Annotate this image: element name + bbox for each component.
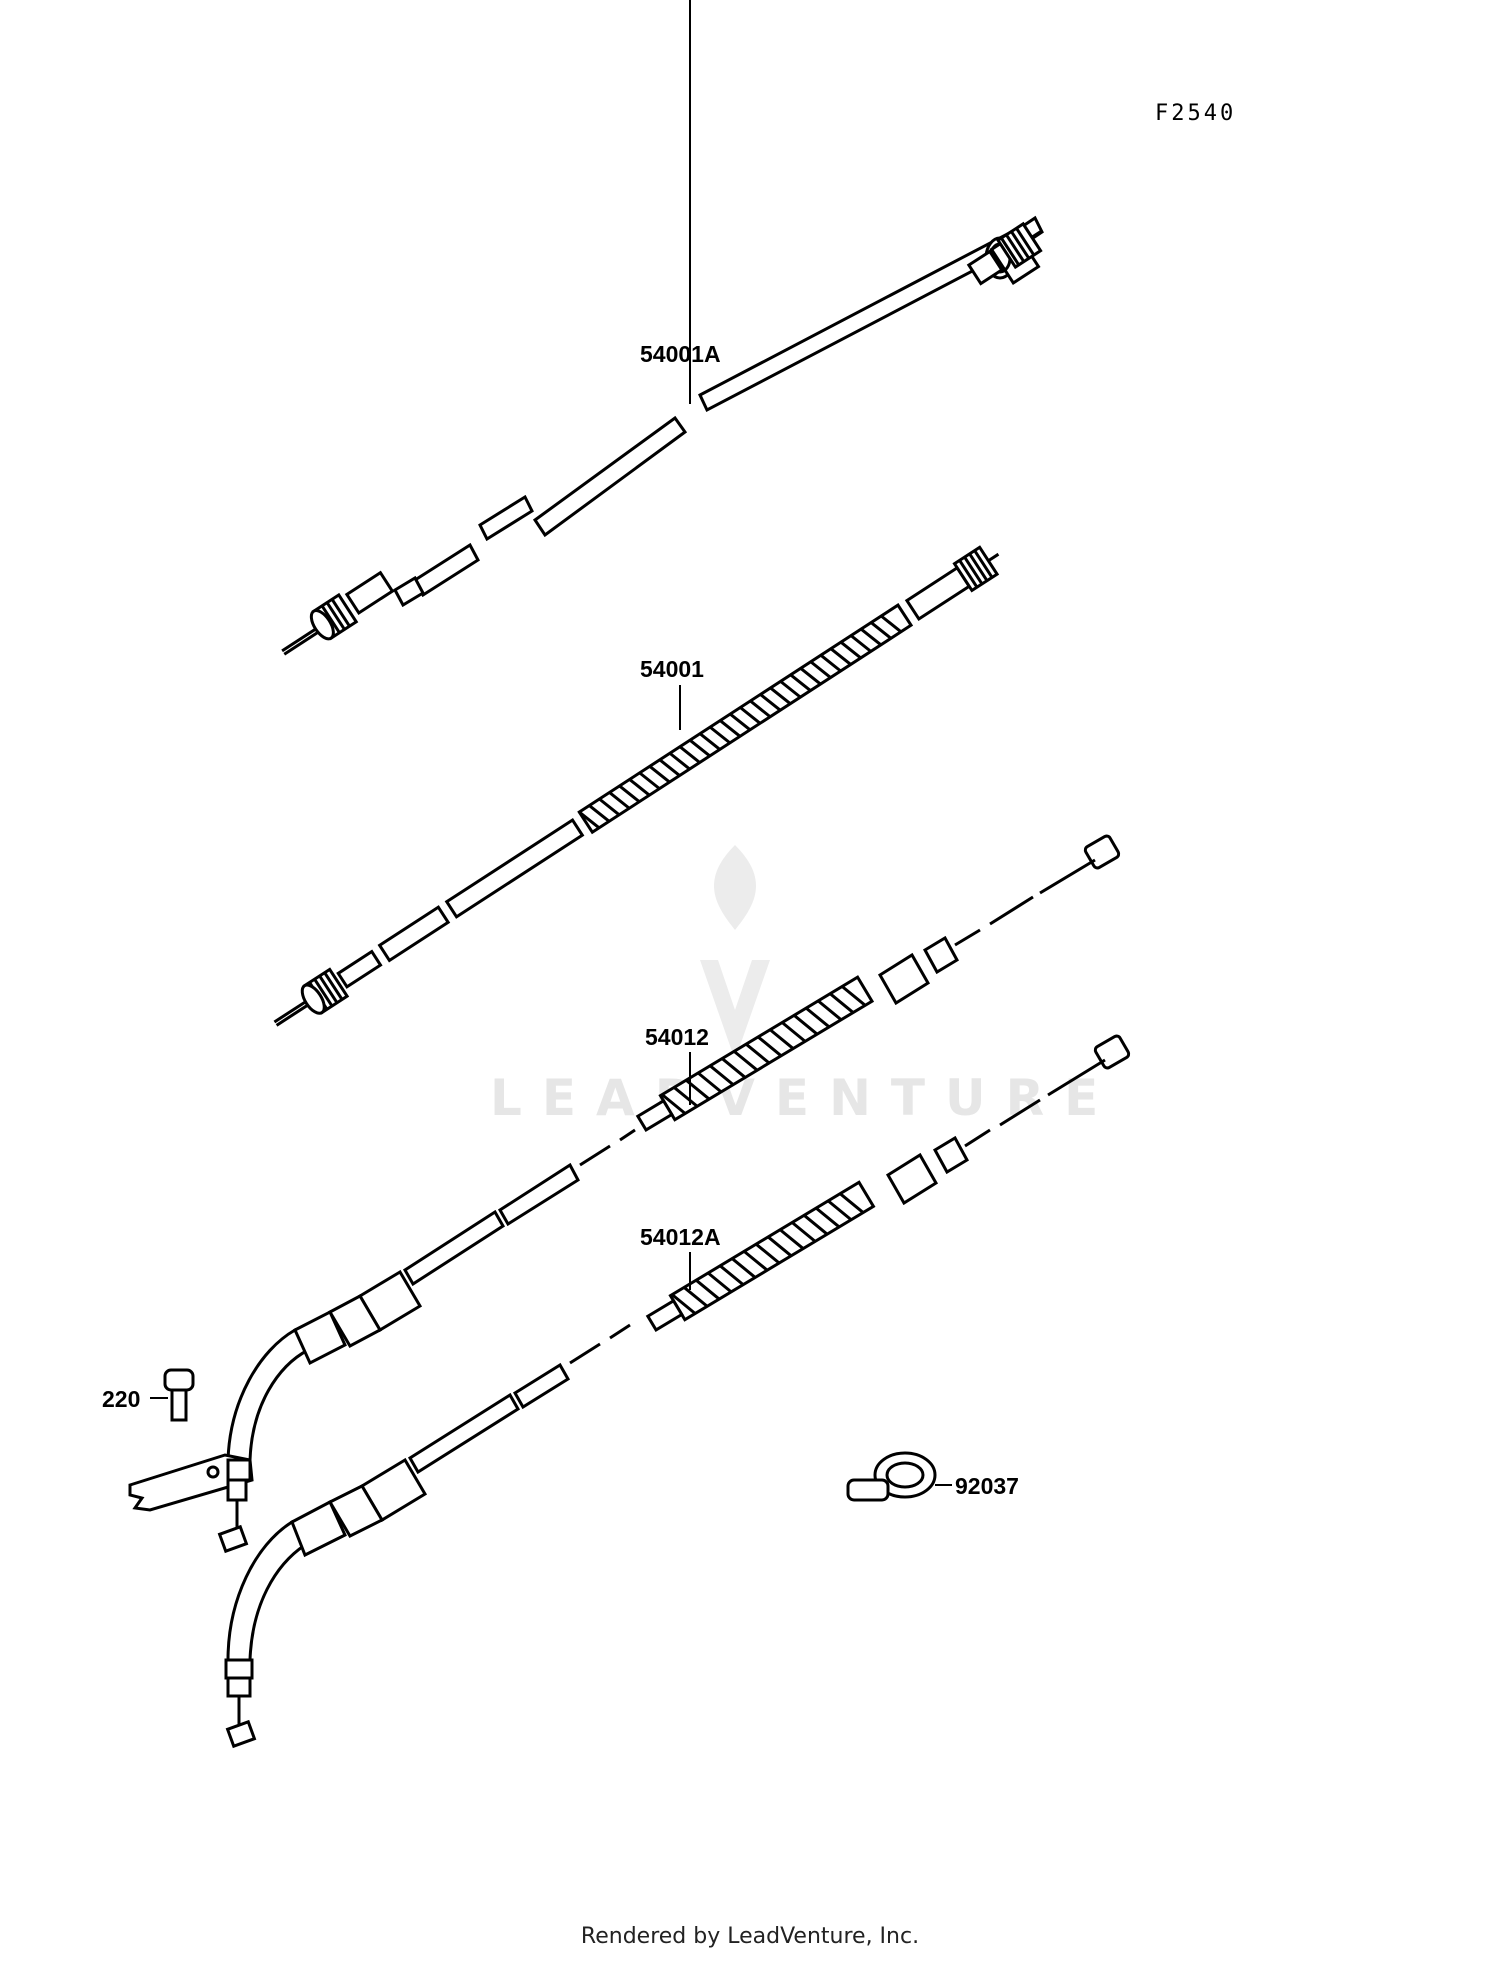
cable-54012[interactable] (128, 834, 1121, 1554)
label-54001: 54001 (640, 656, 704, 682)
footer-credit: Rendered by LeadVenture, Inc. (580, 1924, 920, 1949)
watermark-text: LEADVENTURE (490, 1069, 1118, 1127)
bolt-220[interactable] (163, 1368, 195, 1422)
label-54001A: 54001A (640, 341, 721, 367)
label-54012: 54012 (645, 1024, 709, 1050)
cable-54012A[interactable] (224, 1034, 1131, 1749)
cable-54001A[interactable] (273, 215, 1085, 664)
label-92037: 92037 (955, 1473, 1019, 1499)
watermark-logo: LEADVENTURE (490, 845, 1118, 1127)
diagram-code: F2540 (1155, 101, 1236, 126)
cable-54001[interactable] (267, 541, 1007, 1037)
label-220: 220 (102, 1386, 140, 1412)
clamp-92037[interactable] (846, 1451, 937, 1502)
label-54012A: 54012A (640, 1224, 721, 1250)
